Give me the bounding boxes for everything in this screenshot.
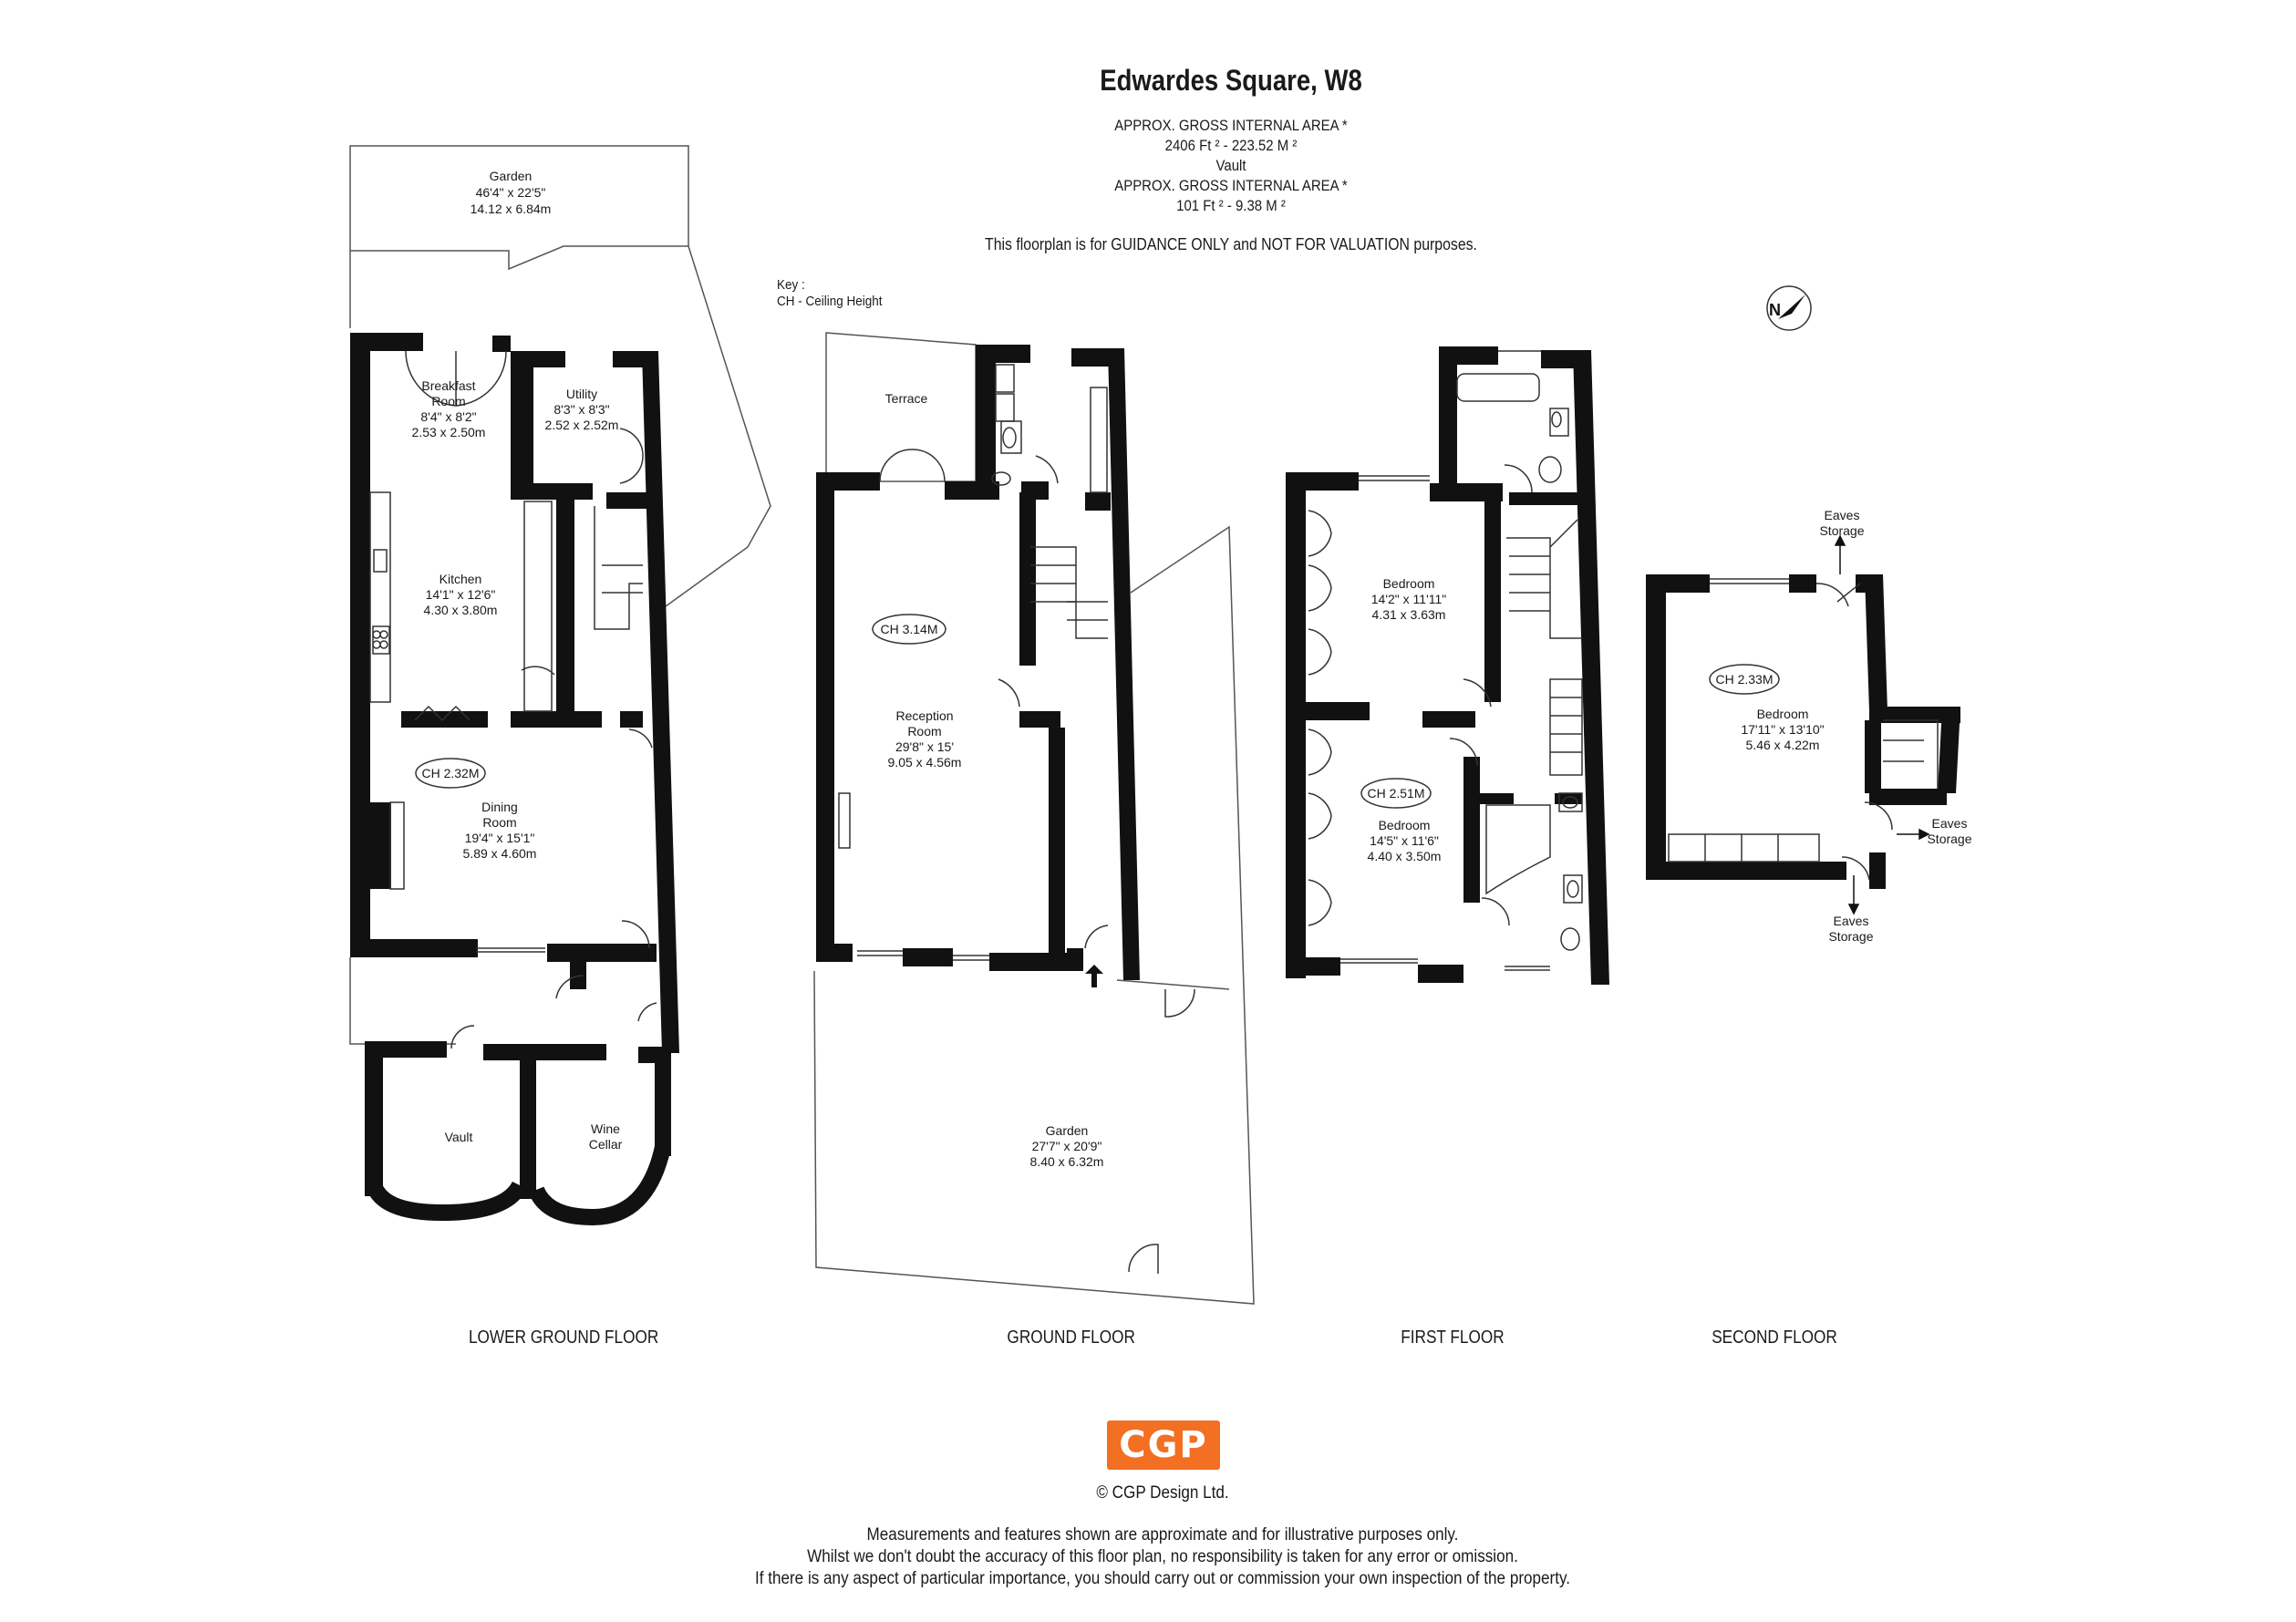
s-left-wall (1646, 574, 1666, 875)
lg-garden-name: Garden (490, 169, 533, 183)
wine-name-2: Cellar (589, 1137, 623, 1152)
floor-label-first: FIRST FLOOR (1401, 1328, 1505, 1348)
f-bedroom1-metric: 4.31 x 3.63m (1372, 607, 1446, 622)
f-bedroom1-imperial: 14'2" x 11'11" (1371, 592, 1447, 606)
reception-metric: 9.05 x 4.56m (888, 755, 962, 770)
breakfast-imperial: 8'4" x 8'2" (420, 409, 476, 424)
logo-text: CGP (1119, 1424, 1208, 1466)
floor-label-lower-ground: LOWER GROUND FLOOR (468, 1328, 659, 1348)
g-garden-metric: 8.40 x 6.32m (1030, 1154, 1104, 1169)
reception-name-2: Room (907, 724, 941, 739)
eaves-bottom-line2: Storage (1828, 929, 1873, 944)
entrance-arrow-icon (1085, 965, 1103, 987)
s-ceiling-height: CH 2.33M (1715, 672, 1773, 687)
breakfast-name-2: Room (431, 394, 465, 408)
lg-garden-outline (349, 145, 689, 271)
breakfast-name-1: Breakfast (421, 378, 475, 393)
key-legend: Key : CH - Ceiling Height (777, 277, 883, 310)
utility-name: Utility (566, 387, 597, 401)
guidance-note: This floorplan is for GUIDANCE ONLY and … (985, 235, 1477, 253)
floor-label-ground: GROUND FLOOR (1007, 1328, 1135, 1348)
eaves-top-line1: Eaves (1825, 508, 1860, 522)
g-ceiling-height: CH 3.14M (880, 622, 937, 636)
copyright-text: © CGP Design Ltd. (1096, 1483, 1229, 1503)
utility-imperial: 8'3" x 8'3" (553, 402, 609, 417)
reception-imperial: 29'8" x 15' (895, 739, 954, 754)
lg-left-wall (350, 333, 370, 953)
terrace-name: Terrace (885, 391, 928, 406)
f-left-wall (1286, 472, 1306, 978)
key-item: CH - Ceiling Height (777, 294, 883, 309)
page-title: Edwardes Square, W8 (1100, 64, 1362, 97)
area-line-1: APPROX. GROSS INTERNAL AREA * (1114, 117, 1348, 134)
dining-imperial: 19'4" x 15'1" (465, 831, 535, 845)
f-bedroom2-name: Bedroom (1379, 818, 1431, 832)
floor-label-second: SECOND FLOOR (1712, 1328, 1837, 1348)
g-garden-name: Garden (1046, 1123, 1089, 1138)
f-bedroom1-name: Bedroom (1383, 576, 1435, 591)
dining-name-1: Dining (481, 800, 518, 814)
area-line-4: APPROX. GROSS INTERNAL AREA * (1114, 177, 1348, 194)
lg-garden-imperial: 46'4" x 22'5" (476, 185, 546, 200)
kitchen-name: Kitchen (440, 572, 482, 586)
vault-name: Vault (445, 1130, 473, 1144)
footer-line-2: Whilst we don't doubt the accuracy of th… (807, 1547, 1518, 1566)
s-bedroom-imperial: 17'11" x 13'10" (1741, 722, 1824, 737)
area-line-3: Vault (1215, 157, 1246, 174)
footer-disclaimer: Measurements and features shown are appr… (609, 1524, 1717, 1590)
lg-garden-metric: 14.12 x 6.84m (471, 201, 552, 216)
kitchen-imperial: 14'1" x 12'6" (426, 587, 496, 602)
dining-metric: 5.89 x 4.60m (463, 846, 537, 861)
f-bedroom2-imperial: 14'5" x 11'6" (1370, 833, 1439, 848)
g-garden-imperial: 27'7" x 20'9" (1032, 1139, 1102, 1153)
eaves-top-line2: Storage (1819, 523, 1864, 538)
s-bedroom-metric: 5.46 x 4.22m (1746, 738, 1820, 752)
wine-name-1: Wine (591, 1121, 620, 1136)
g-left-wall (816, 472, 834, 956)
eaves-bottom-line1: Eaves (1834, 914, 1869, 928)
svg-text:N: N (1769, 301, 1781, 319)
area-line-2: 2406 Ft ² - 223.52 M ² (1164, 137, 1298, 154)
cgp-logo: CGP (1107, 1421, 1220, 1470)
utility-metric: 2.52 x 2.52m (545, 418, 619, 432)
breakfast-metric: 2.53 x 2.50m (412, 425, 486, 439)
lg-ceiling-height: CH 2.32M (421, 766, 479, 780)
key-heading: Key : (777, 277, 805, 293)
dining-name-2: Room (482, 815, 516, 830)
s-bedroom-name: Bedroom (1757, 707, 1809, 721)
north-arrow-icon: N (1766, 285, 1812, 331)
footer-line-1: Measurements and features shown are appr… (866, 1525, 1459, 1545)
eaves-right-line2: Storage (1927, 832, 1971, 846)
footer-line-3: If there is any aspect of particular imp… (754, 1569, 1571, 1588)
g-garden-outline (813, 525, 1255, 1305)
reception-name-1: Reception (895, 708, 953, 723)
f-ceiling-height: CH 2.51M (1367, 786, 1424, 801)
eaves-right-line1: Eaves (1932, 816, 1968, 831)
kitchen-metric: 4.30 x 3.80m (424, 603, 498, 617)
f-bedroom2-metric: 4.40 x 3.50m (1368, 849, 1442, 863)
area-line-5: 101 Ft ² - 9.38 M ² (1176, 197, 1286, 214)
